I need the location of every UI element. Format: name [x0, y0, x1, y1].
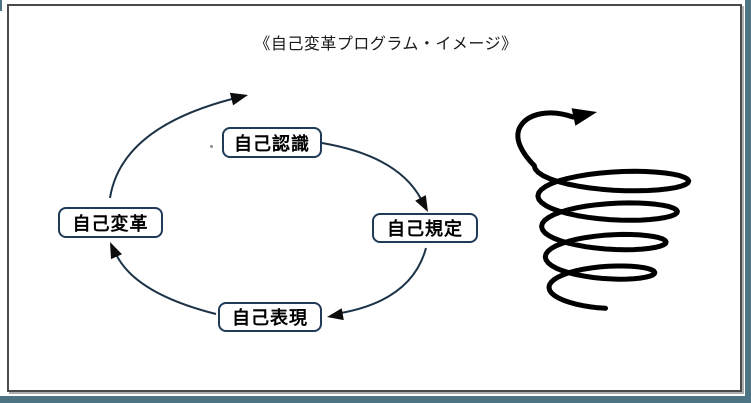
- arrow-transformation-upward-head: [229, 92, 248, 106]
- arrow-expression-to-transformation: [110, 242, 217, 315]
- node-self-transformation-label: 自己変革: [72, 213, 149, 234]
- spiral-arrow: [515, 108, 692, 311]
- arrow-expression-to-transformation-line: [114, 251, 217, 315]
- arrow-awareness-to-definition-head: [415, 195, 428, 212]
- node-self-transformation: 自己変革: [58, 207, 163, 238]
- arrow-transformation-upward-line: [109, 98, 233, 199]
- arrow-transformation-upward: [109, 92, 248, 199]
- spiral-hook: [515, 110, 576, 169]
- arrow-awareness-to-definition-line: [321, 142, 422, 200]
- node-self-definition: 自己規定: [372, 213, 478, 243]
- arrow-awareness-to-definition: [321, 142, 428, 212]
- arrow-definition-to-expression: [327, 247, 427, 321]
- node-self-awareness-label: 自己認識: [234, 133, 310, 154]
- desktop-edge-right: [745, 0, 751, 403]
- diagram-title: 《自己変革プログラム・イメージ》: [254, 36, 518, 53]
- node-self-definition-label: 自己規定: [387, 219, 463, 239]
- node-self-expression-label: 自己表現: [232, 308, 308, 328]
- arrow-definition-to-expression-head: [327, 308, 344, 321]
- arrow-expression-to-transformation-head: [110, 242, 122, 260]
- diagram-frame: [7, 4, 742, 392]
- spiral-coil: [531, 163, 692, 311]
- spiral-arrowhead-icon: [571, 108, 597, 126]
- arrow-definition-to-expression-line: [340, 247, 427, 314]
- node-self-expression: 自己表現: [218, 302, 322, 332]
- desktop-edge-bottom: [0, 396, 751, 403]
- desktop-edge-topleft: [0, 0, 2, 11]
- node-self-awareness: 自己認識: [222, 127, 322, 158]
- stray-mark: [210, 145, 213, 148]
